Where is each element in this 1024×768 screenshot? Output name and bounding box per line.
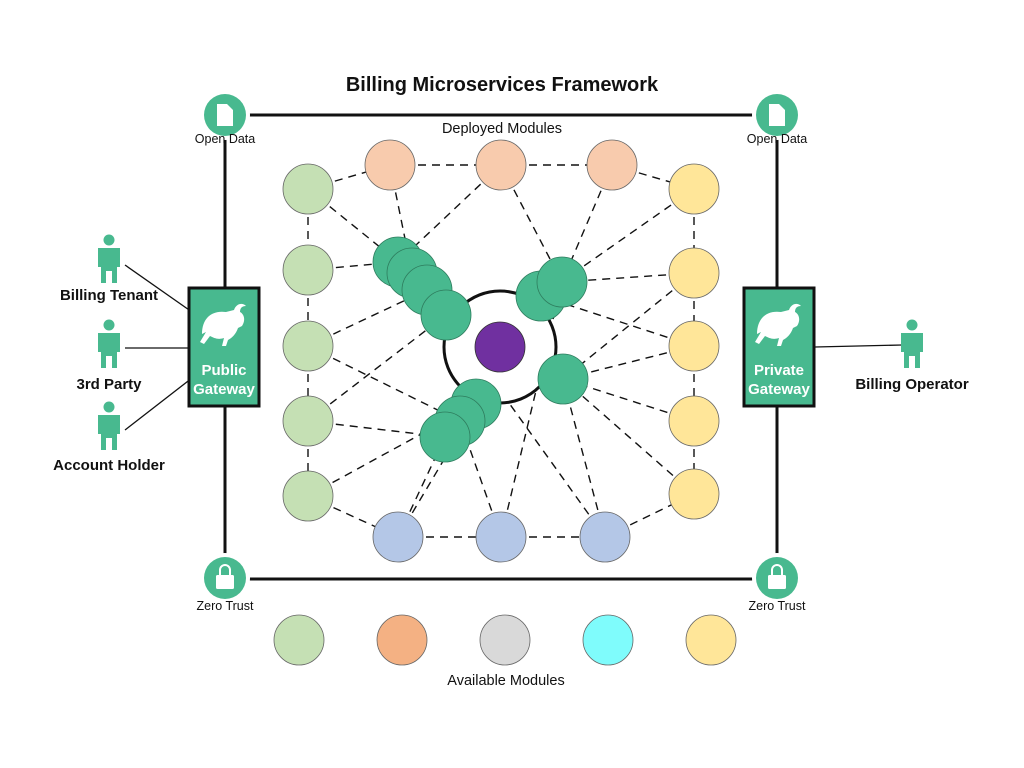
available-modules [273, 614, 737, 666]
deployed-modules-label: Deployed Modules [441, 121, 563, 137]
module-node-g2 [282, 244, 334, 296]
zero-trust-label-left: Zero Trust [196, 599, 254, 613]
available-module-green[interactable] [273, 614, 325, 666]
module-node-p2 [475, 139, 527, 191]
available-modules-label: Available Modules [447, 673, 565, 689]
private-gateway-line2: Gateway [748, 381, 810, 398]
deployed-modules [282, 139, 720, 563]
document-icon [769, 104, 785, 126]
public-gateway-line2: Gateway [193, 381, 255, 398]
active-module-w3 [419, 411, 471, 463]
module-node-y2 [668, 247, 720, 299]
person-icon [103, 401, 115, 413]
module-node-b3 [579, 511, 631, 563]
actor-billing-tenant: Billing Tenant [59, 287, 159, 304]
diagram-title: Billing Microservices Framework [345, 74, 659, 96]
person-billing-operator [901, 319, 923, 368]
module-node-g3 [282, 320, 334, 372]
private-gateway [742, 286, 816, 408]
person-icon [906, 319, 918, 331]
actor-account-holder: Account Holder [53, 457, 165, 474]
active-module-u2 [536, 256, 588, 308]
person-icon [103, 234, 115, 246]
actors [98, 234, 923, 450]
lock-shackle [219, 564, 231, 575]
module-node-y5 [668, 468, 720, 520]
person-icon [103, 319, 115, 331]
module-node-g4 [282, 395, 334, 447]
document-icon [217, 104, 233, 126]
line-account-holder [124, 377, 193, 431]
private-gateway-line1: Private [753, 362, 805, 379]
public-gateway-line1: Public [201, 362, 247, 379]
module-node-p1 [364, 139, 416, 191]
corner-badges [200, 90, 802, 603]
module-node-y4 [668, 395, 720, 447]
actor-connections [124, 264, 903, 431]
line-billing-operator [814, 344, 903, 348]
active-module-v1 [537, 353, 589, 405]
actor-billing-operator: Billing Operator [855, 376, 969, 393]
active-module-t4 [420, 289, 472, 341]
person-billing-tenant [98, 234, 120, 283]
module-node-g1 [282, 163, 334, 215]
module-node-y3 [668, 320, 720, 372]
module-node-g5 [282, 470, 334, 522]
core-module [474, 321, 526, 373]
person-account-holder [98, 401, 120, 450]
module-node-p3 [586, 139, 638, 191]
open-data-label-right: Open Data [746, 132, 808, 146]
module-node-b1 [372, 511, 424, 563]
connection-line [562, 272, 695, 380]
available-module-cyan[interactable] [582, 614, 634, 666]
bull-icon [755, 303, 801, 346]
connection-line [562, 378, 695, 495]
public-gateway-label: Public Gateway [189, 361, 259, 399]
available-module-yellow[interactable] [685, 614, 737, 666]
line-billing-tenant [124, 264, 193, 313]
person-3rd-party [98, 319, 120, 368]
connection-line [307, 345, 461, 422]
lock-icon [768, 575, 786, 589]
available-module-orange[interactable] [376, 614, 428, 666]
private-gateway-label: Private Gateway [744, 361, 814, 399]
zero-trust-label-right: Zero Trust [748, 599, 806, 613]
gateways [187, 286, 816, 408]
module-node-y1 [668, 163, 720, 215]
bull-icon [200, 303, 246, 346]
connection-line [307, 314, 447, 422]
available-module-gray[interactable] [479, 614, 531, 666]
active-modules [372, 236, 589, 463]
actor-3rd-party: 3rd Party [76, 376, 142, 393]
open-data-label-left: Open Data [194, 132, 256, 146]
public-gateway [187, 286, 261, 408]
lock-shackle [771, 564, 783, 575]
lock-icon [216, 575, 234, 589]
module-node-b2 [475, 511, 527, 563]
connection-line [500, 281, 563, 538]
